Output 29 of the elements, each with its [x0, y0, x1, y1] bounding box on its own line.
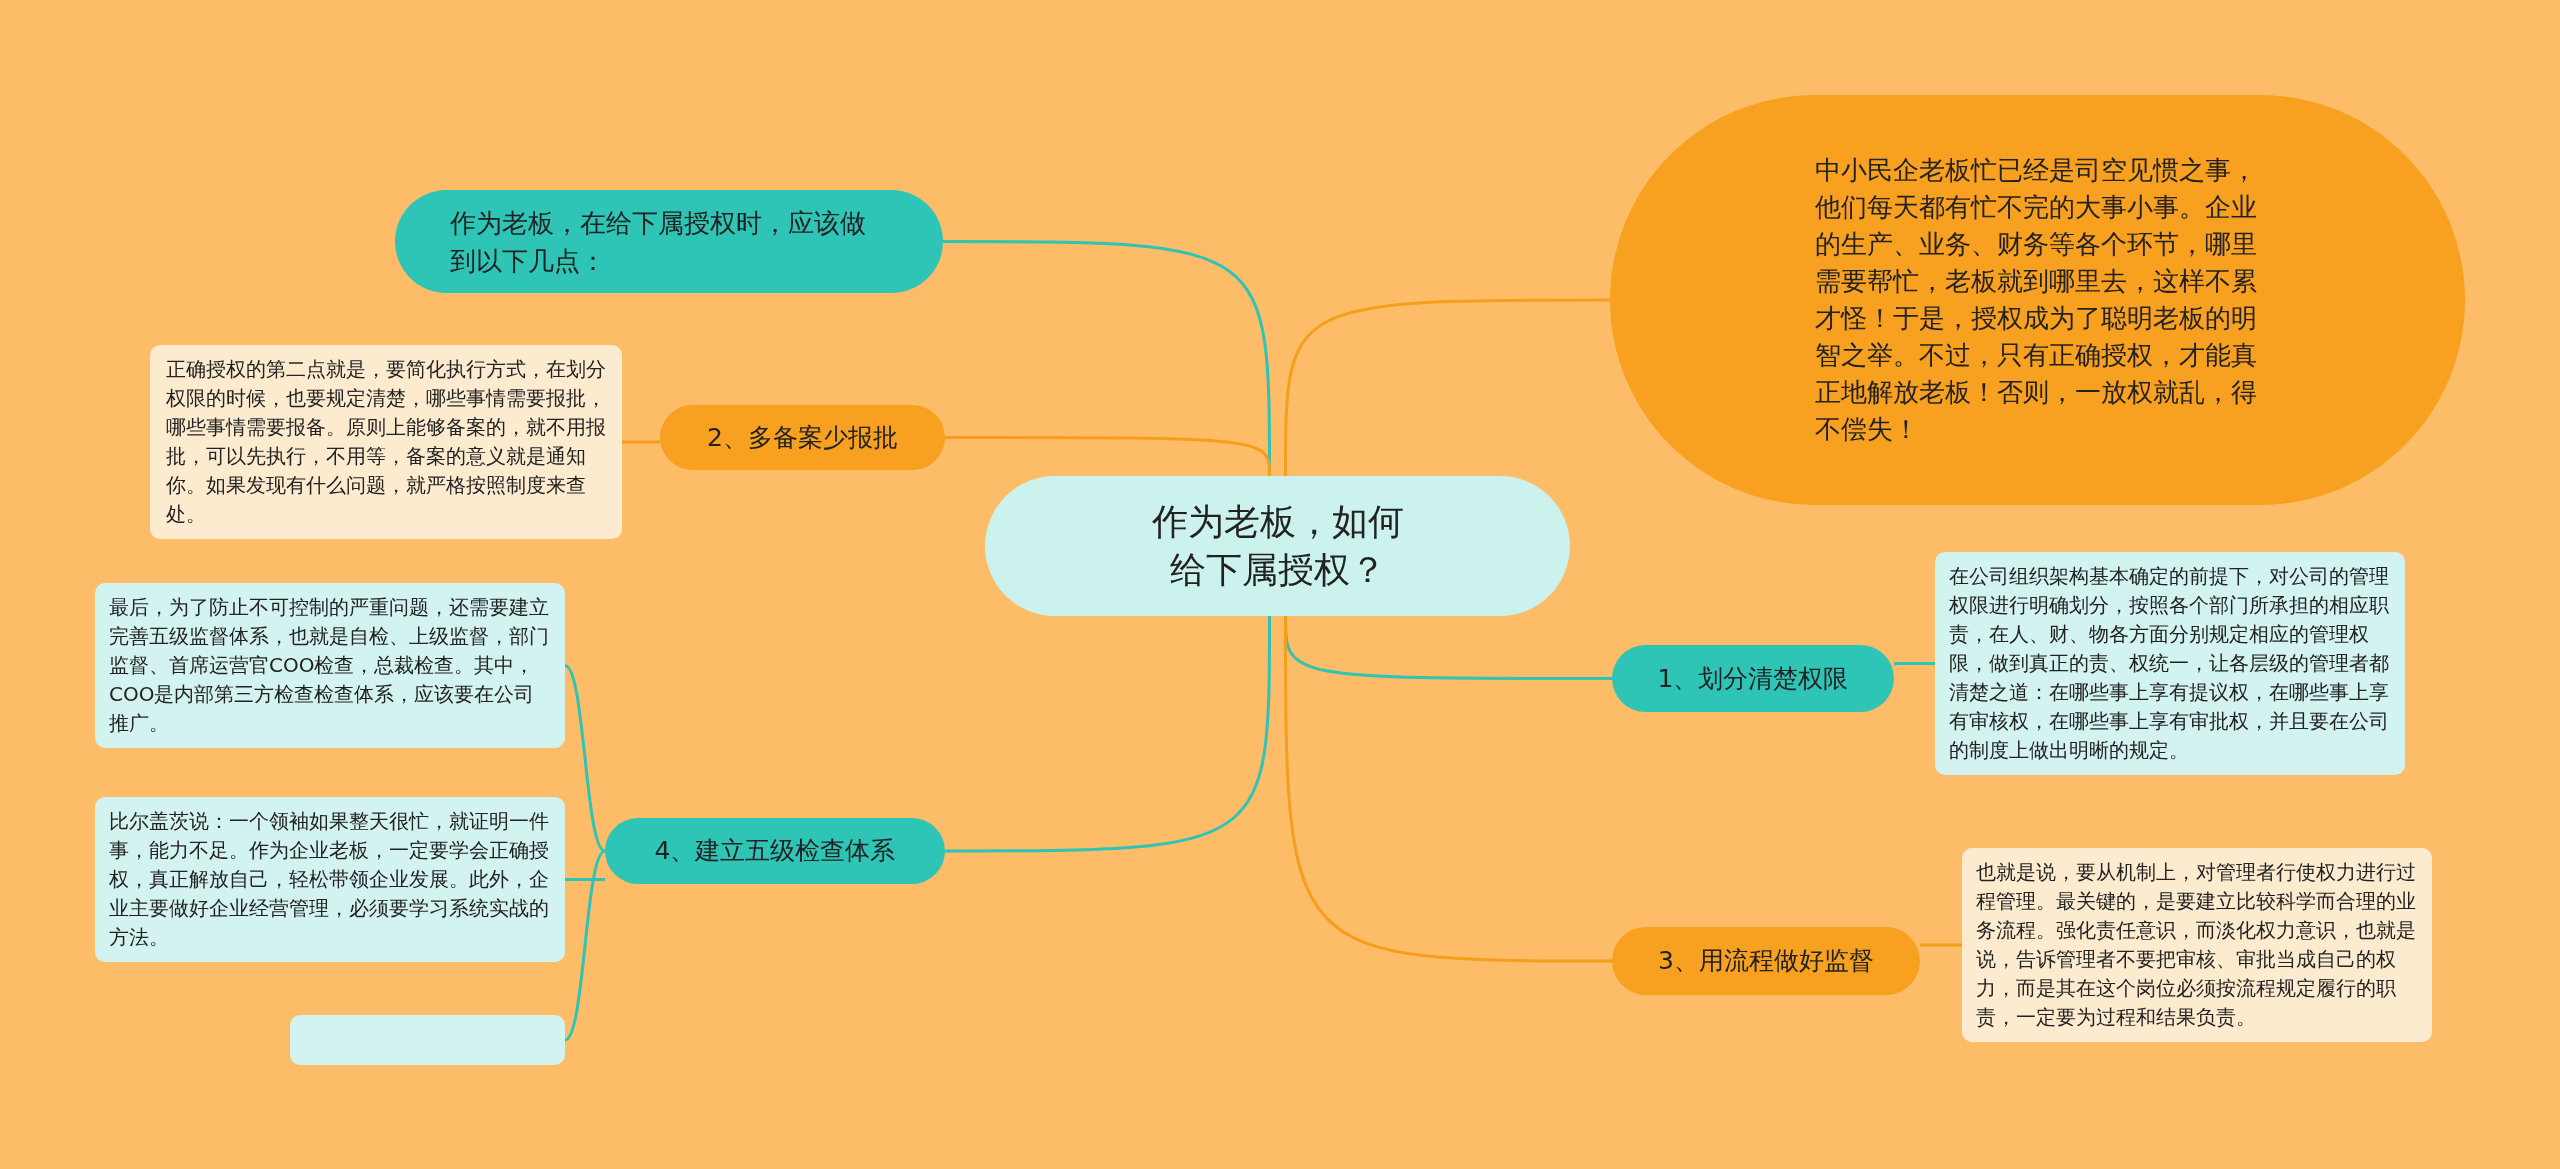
connector-line: [564, 664, 606, 853]
connector-line: [564, 849, 606, 1042]
branch-pill: [605, 818, 945, 884]
note-text: 在公司组织架构基本确定的前提下，对公司的管理权限进行明确划分，按照各个部门所承担的相应职责，在人、财、物各方面分别规定相应的管理权限，做到真正的责、权统一，让各层级的管理者都清楚之道：在哪些事上享有提议权，在哪些事上享有审核权，在哪些事上享有审批权，并且要在公司的制度上做出明晰的规定。: [1949, 563, 2390, 764]
note-text: 正确授权的第二点就是，要简化执行方式，在划分权限的时候，也要规定清楚，哪些事情需要报批，哪些事情需要报备。原则上能够备案的，就不用报批，可以先执行，不用等，备案的意义就是通知你。如果发现有什么问题，就严格按照制度来查处。: [166, 356, 606, 528]
note-card: [1962, 848, 2432, 1042]
intro-text: 中小民企老板忙已经是司空见惯之事，他们每天都有忙不完的大事小事。企业的生产、业务、财务等各个环节，哪里需要帮忙，老板就到哪里去，这样不累才怪！于是，授权成为了聪明老板的明智之举。不过，只有正确授权，才能真正地解放老板！否则，一放权就乱，得不偿失！: [1815, 154, 2258, 446]
connector-line: [1894, 662, 1935, 665]
connector-line: [1284, 298, 1610, 476]
connector-line: [1284, 616, 1612, 963]
connector-line: [1920, 943, 1962, 947]
note-card: [95, 797, 565, 962]
connector-line: [945, 616, 1271, 853]
note-card: [95, 583, 565, 748]
connector-line: [945, 436, 1271, 477]
branch-text: 作为老板，在给下属授权时，应该做到以下几点：: [450, 206, 867, 278]
branch-text: 3、用流程做好监督: [1658, 945, 1874, 978]
branch-pill: [1612, 927, 1920, 995]
note-text: 比尔盖茨说：一个领袖如果整天很忙，就证明一件事，能力不足。作为企业老板，一定要学会正确授权，真正解放自己，轻松带领企业发展。此外，企业主要做好企业经营管理，必须要学习系统实战的方法。: [109, 808, 550, 951]
connector-line: [622, 440, 660, 444]
topic-text: 作为老板，如何给下属授权？: [1150, 500, 1405, 592]
branch-text: 2、多备案少报批: [707, 421, 898, 454]
note-card: [150, 345, 622, 539]
source-card: [290, 1015, 565, 1065]
note-text: 也就是说，要从机制上，对管理者行使权力进行过程管理。最关键的，是要建立比较科学而合理的业务流程。强化责任意识，而淡化权力意识，也就是说，告诉管理者不要把审核、审批当成自己的权力，而是其在这个岗位必须按流程规定履行的职责，一定要为过程和结果负责。: [1976, 859, 2417, 1031]
note-card: [1935, 552, 2405, 775]
branch-text: 4、建立五级检查体系: [654, 835, 896, 868]
note-text: 最后，为了防止不可控制的严重问题，还需要建立完善五级监督体系，也就是自检、上级监督，部门监督、首席运营官COO检查，总裁检查。其中，COO是内部第三方检查检查体系，应该要在公司推广。: [109, 594, 550, 737]
branch-text: 1、划分清楚权限: [1657, 662, 1849, 695]
